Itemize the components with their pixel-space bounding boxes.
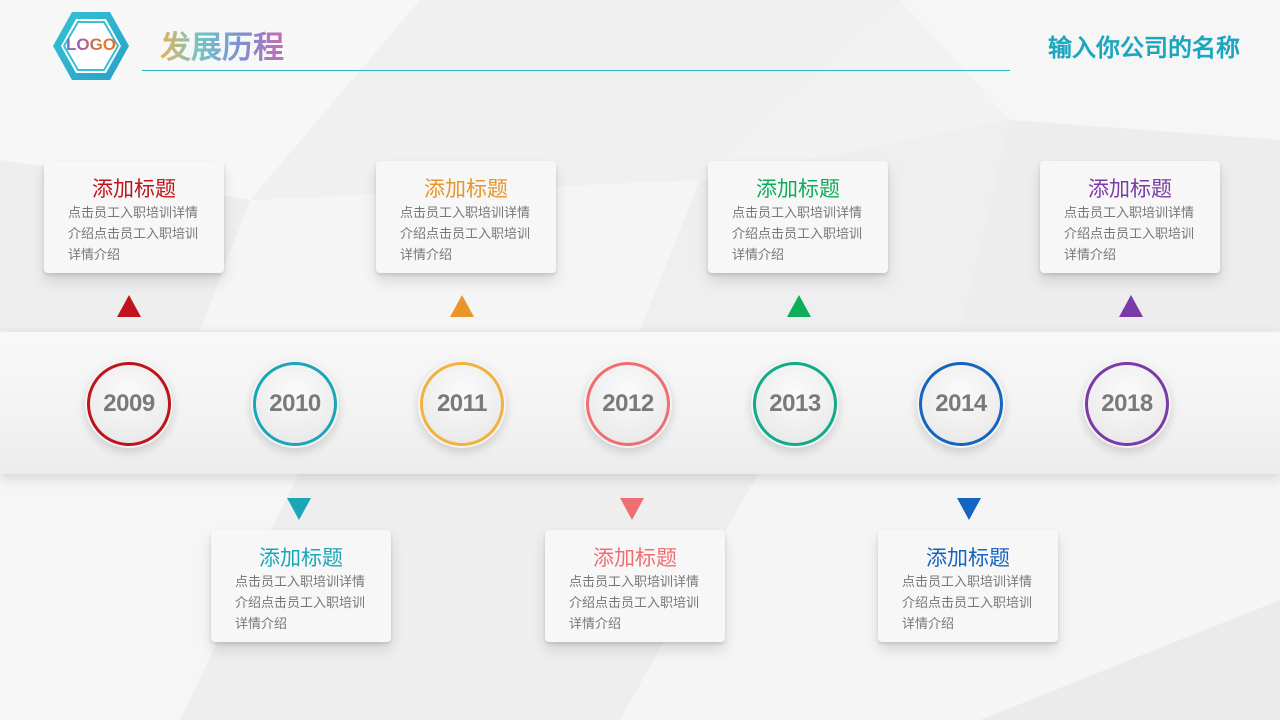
year-label: 2010 [269,390,321,417]
year-label: 2011 [436,390,488,417]
triangle-down-icon [957,498,981,520]
year-label: 2009 [103,390,155,417]
event-card-2009: 添加标题 点击员工入职培训详情介绍点击员工入职培训详情介绍 [44,161,224,273]
year-label: 2012 [602,390,654,417]
card-description: 点击员工入职培训详情介绍点击员工入职培训详情介绍 [902,575,1033,632]
triangle-up-icon [1119,295,1143,317]
year-ring [753,362,837,446]
card-title: 添加标题 [756,177,840,201]
card-title: 添加标题 [593,546,677,570]
triangle-up-icon [450,295,474,317]
timeline-node-2013: 2013 [751,360,839,448]
timeline-node-2010: 2010 [251,360,339,448]
event-card-2011: 添加标题 点击员工入职培训详情介绍点击员工入职培训详情介绍 [376,161,556,273]
event-card-2013: 添加标题 点击员工入职培训详情介绍点击员工入职培训详情介绍 [708,161,888,273]
event-card-2012: 添加标题 点击员工入职培训详情介绍点击员工入职培训详情介绍 [545,530,725,642]
triangle-down-icon [287,498,311,520]
year-label: 2014 [935,390,987,417]
timeline-node-2018: 2018 [1083,360,1171,448]
year-ring [420,362,504,446]
card-description: 点击员工入职培训详情介绍点击员工入职培训详情介绍 [569,575,700,632]
card-description: 点击员工入职培训详情介绍点击员工入职培训详情介绍 [235,575,366,632]
header-divider [142,70,1010,71]
card-title: 添加标题 [926,546,1010,570]
logo: LOGO [52,10,130,82]
year-ring [919,362,1003,446]
triangle-up-icon [117,295,141,317]
year-label: 2018 [1101,390,1153,417]
logo-text: LOGO [52,35,130,55]
company-name: 输入你公司的名称 [1048,34,1240,62]
hexagon-icon [53,12,129,80]
year-ring [586,362,670,446]
card-description: 点击员工入职培训详情介绍点击员工入职培训详情介绍 [732,206,863,263]
event-card-2010: 添加标题 点击员工入职培训详情介绍点击员工入职培训详情介绍 [211,530,391,642]
card-title: 添加标题 [424,177,508,201]
year-ring [87,362,171,446]
year-ring [253,362,337,446]
event-card-2014: 添加标题 点击员工入职培训详情介绍点击员工入职培训详情介绍 [878,530,1058,642]
card-description: 点击员工入职培训详情介绍点击员工入职培训详情介绍 [1064,206,1195,263]
year-label: 2013 [769,390,821,417]
card-description: 点击员工入职培训详情介绍点击员工入职培训详情介绍 [68,206,199,263]
triangle-down-icon [620,498,644,520]
event-card-2018: 添加标题 点击员工入职培训详情介绍点击员工入职培训详情介绍 [1040,161,1220,273]
card-title: 添加标题 [92,177,176,201]
card-title: 添加标题 [1088,177,1172,201]
year-ring [1085,362,1169,446]
timeline-node-2011: 2011 [418,360,506,448]
timeline-node-2009: 2009 [85,360,173,448]
timeline-node-2014: 2014 [917,360,1005,448]
triangle-up-icon [787,295,811,317]
page-title: 发展历程 [160,22,284,67]
card-description: 点击员工入职培训详情介绍点击员工入职培训详情介绍 [400,206,531,263]
timeline-node-2012: 2012 [584,360,672,448]
card-title: 添加标题 [259,546,343,570]
